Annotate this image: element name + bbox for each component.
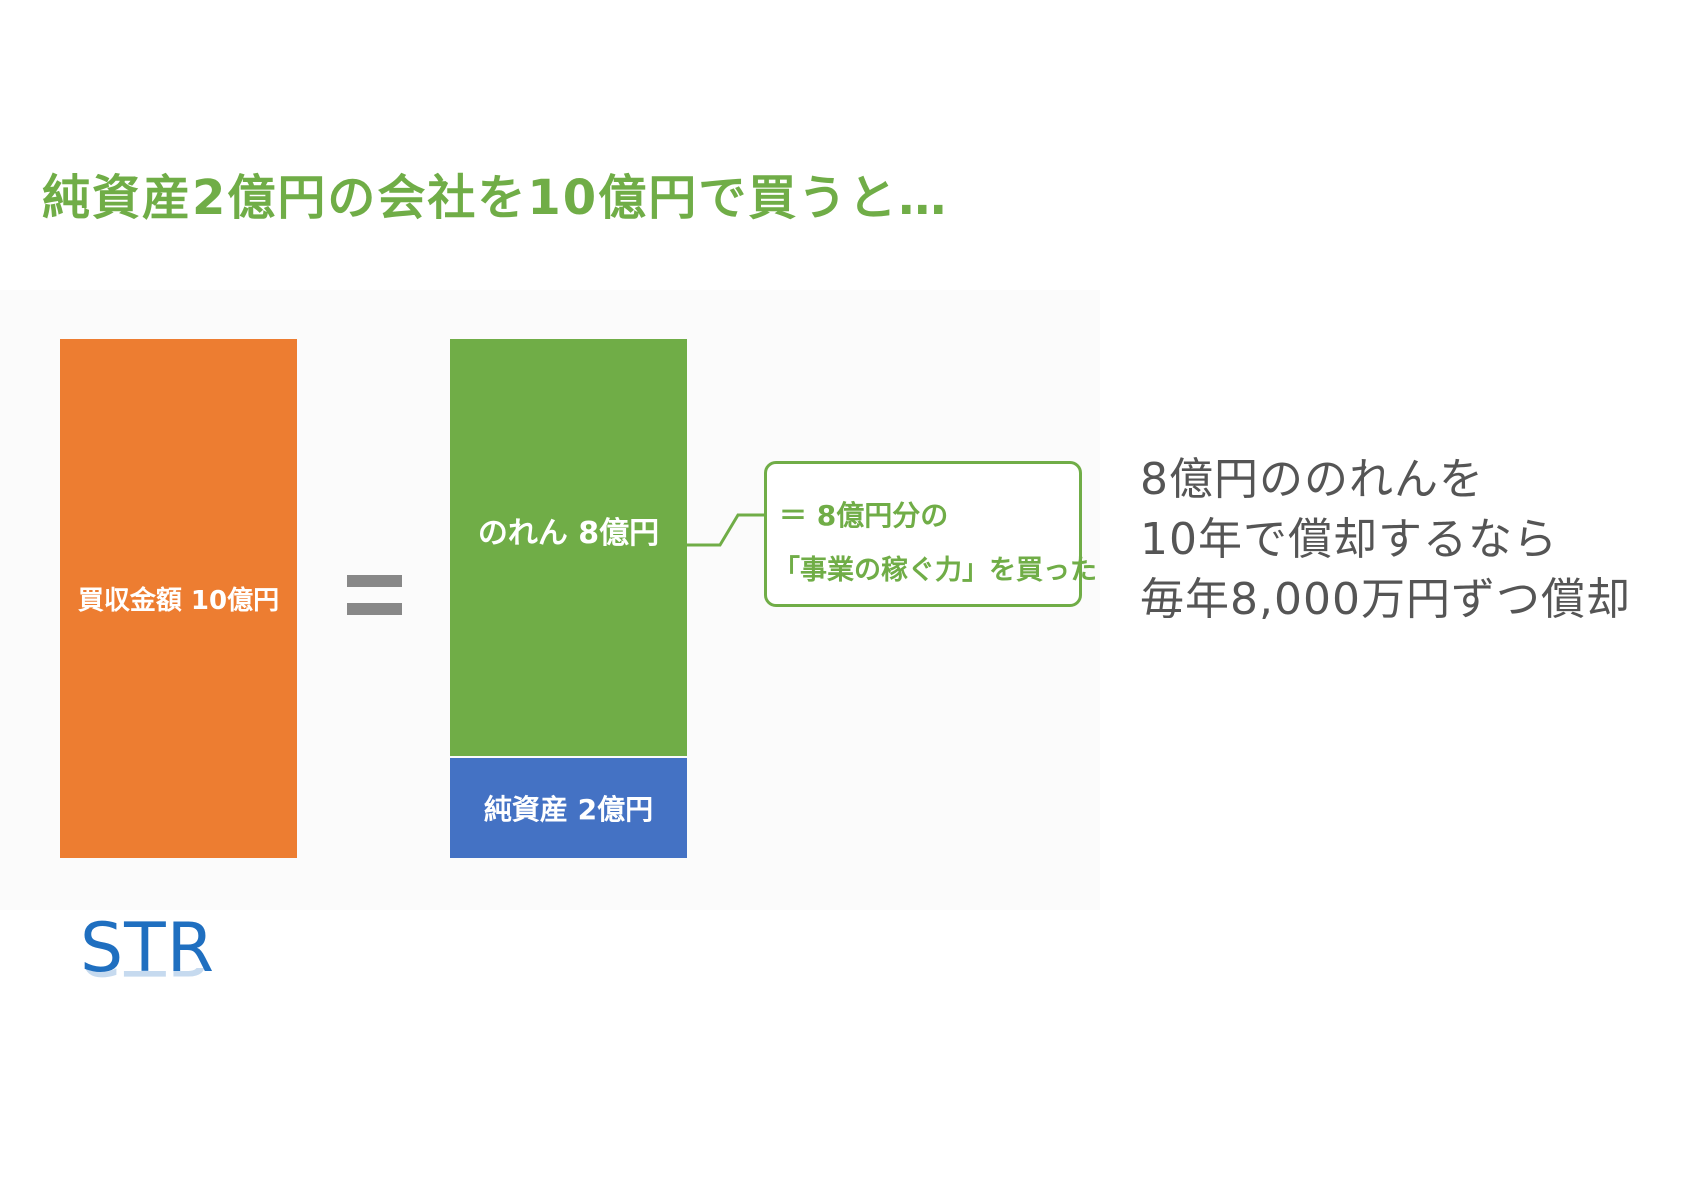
net-assets-label: 純資産 2億円	[483, 793, 654, 826]
equals-bar-bottom	[347, 603, 402, 615]
purchase-price-label: 買収金額 10億円	[77, 586, 280, 616]
note-line-3: 毎年8,000万円ずつ償却	[1140, 574, 1631, 625]
note-line-2: 10年で償却するなら	[1140, 514, 1558, 565]
amortization-note: 8億円ののれんを 10年で償却するなら 毎年8,000万円ずつ償却	[1140, 450, 1631, 630]
str-logo-reflection: STR	[80, 968, 215, 986]
callout-connector	[686, 513, 766, 547]
slide-title: 純資産2億円の会社を10億円で買うと…	[42, 170, 949, 226]
equals-sign	[347, 575, 402, 615]
equals-bar-top	[347, 575, 402, 587]
callout-line-1: ＝ 8億円分の	[779, 499, 949, 532]
purchase-price-block: 買収金額 10億円	[60, 339, 297, 858]
net-assets-block: 純資産 2億円	[450, 758, 687, 858]
callout-line-2: 「事業の稼ぐ力」を買った	[773, 555, 1097, 586]
goodwill-label: のれん 8億円	[477, 515, 660, 551]
goodwill-block: のれん 8億円	[450, 339, 687, 756]
note-line-1: 8億円ののれんを	[1140, 454, 1484, 505]
str-logo: STR	[80, 909, 215, 988]
goodwill-callout: ＝ 8億円分の 「事業の稼ぐ力」を買った	[764, 461, 1097, 607]
